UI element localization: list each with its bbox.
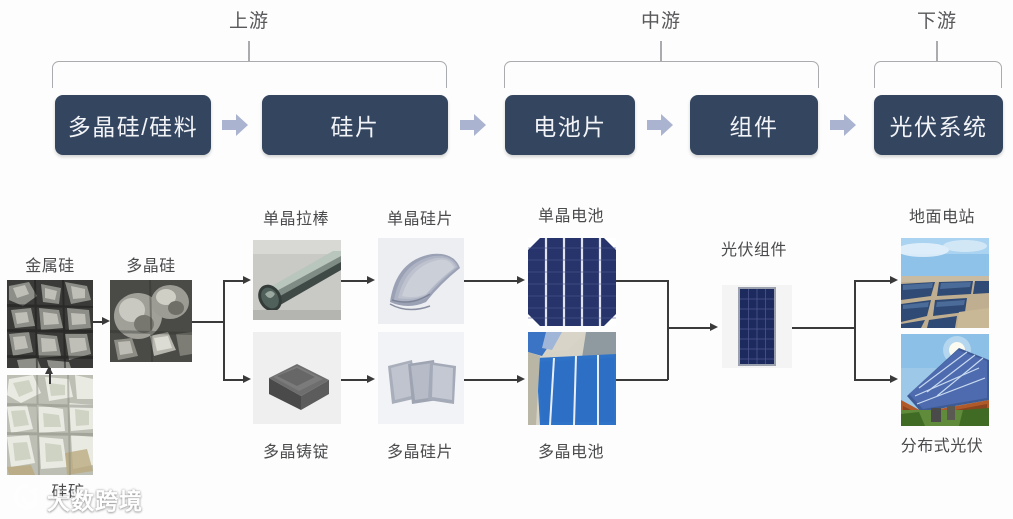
image-mono-rod <box>253 240 341 320</box>
caption-poly-cell: 多晶电池 <box>537 444 605 461</box>
bracket-stem-midstream <box>660 41 662 61</box>
image-distributed-pv <box>901 334 989 426</box>
image-mono-cell <box>528 238 616 326</box>
chevron-right-icon-1 <box>220 112 250 138</box>
arrowhead-to-ground-station <box>890 276 898 284</box>
image-poly-ingot <box>253 332 341 424</box>
bracket-stem-downstream <box>936 41 938 61</box>
chevron-right-icon-4 <box>828 112 858 138</box>
caption-mono-wafer: 单晶硅片 <box>386 211 454 228</box>
arrowhead-rod-to-mono-wafer <box>367 276 375 284</box>
arrowhead-poly-wafer-to-cell <box>517 375 525 383</box>
arrowhead-metal-to-poly <box>102 317 110 325</box>
chevron-right-icon-3 <box>645 112 675 138</box>
connector-metal-to-poly <box>93 321 105 323</box>
connector-poly-wafer-to-cell <box>464 379 519 381</box>
chevron-right-icon-2 <box>458 112 488 138</box>
connector-poly-to-rod <box>223 280 245 282</box>
connector-ore-to-metal <box>49 368 51 384</box>
chain-box-label: 硅片 <box>330 114 380 140</box>
connector-poly-trunk <box>192 321 224 323</box>
bracket-stem-upstream <box>248 41 250 61</box>
connector-cells-to-module <box>667 327 712 329</box>
arrowhead-ore-to-metal <box>44 366 53 374</box>
connector-rod-to-mono-wafer <box>341 280 369 282</box>
chain-box-pv-system[interactable]: 光伏系统 <box>874 95 1003 155</box>
image-poly-cell <box>528 332 616 425</box>
chain-box-polysilicon[interactable]: 多晶硅/硅料 <box>55 95 211 155</box>
bracket-downstream <box>874 61 1002 88</box>
arrowhead-to-distributed-pv <box>890 375 898 383</box>
connector-poly-split-vertical <box>223 280 225 380</box>
chain-box-wafer[interactable]: 硅片 <box>262 95 448 155</box>
connector-poly-to-ingot <box>223 379 245 381</box>
caption-pv-module: 光伏组件 <box>720 242 788 259</box>
image-poly-wafer <box>378 332 464 424</box>
connector-module-trunk <box>792 327 855 329</box>
tier-label-midstream: 中游 <box>640 11 682 32</box>
image-silicon-ore <box>7 375 93 475</box>
connector-to-ground-station <box>854 280 892 282</box>
caption-poly-ingot: 多晶铸锭 <box>262 444 330 461</box>
chain-box-label: 光伏系统 <box>889 114 988 140</box>
chain-box-label: 多晶硅/硅料 <box>67 114 199 140</box>
tier-label-upstream: 上游 <box>228 11 270 32</box>
chain-box-label: 组件 <box>729 114 779 140</box>
caption-mono-cell: 单晶电池 <box>537 208 605 225</box>
connector-station-split-vertical <box>854 280 856 380</box>
chain-box-module[interactable]: 组件 <box>690 95 818 155</box>
connector-mono-wafer-to-cell <box>464 280 519 282</box>
connector-poly-cell-out <box>616 379 668 381</box>
watermark-text: 大数跨境 <box>47 488 143 514</box>
connector-mono-cell-out <box>616 280 668 282</box>
tier-label-downstream: 下游 <box>916 11 958 32</box>
caption-mono-rod: 单晶拉棒 <box>262 211 330 228</box>
arrowhead-cells-to-module <box>710 323 718 331</box>
connector-to-distributed-pv <box>854 379 892 381</box>
caption-polysilicon: 多晶硅 <box>126 258 176 275</box>
arrowhead-poly-to-rod <box>243 276 251 284</box>
arrowhead-ingot-to-poly-wafer <box>367 375 375 383</box>
arrowhead-mono-wafer-to-cell <box>517 276 525 284</box>
chain-box-cell[interactable]: 电池片 <box>505 95 635 155</box>
caption-distributed-pv: 分布式光伏 <box>900 438 984 455</box>
image-mono-wafer <box>378 238 464 324</box>
image-ground-station <box>901 238 989 328</box>
caption-silicon-ore: 硅矿 <box>51 484 85 501</box>
image-metal-silicon <box>7 280 93 368</box>
caption-ground-station: 地面电站 <box>908 209 976 226</box>
chain-box-label: 电池片 <box>533 114 607 140</box>
image-polysilicon <box>110 280 192 362</box>
caption-poly-wafer: 多晶硅片 <box>386 444 454 461</box>
image-pv-module <box>722 285 792 368</box>
caption-metal-silicon: 金属硅 <box>25 258 75 275</box>
circle-logo-icon <box>12 483 42 516</box>
bracket-upstream <box>52 61 447 88</box>
bracket-midstream <box>504 61 819 88</box>
connector-cells-merge-vertical <box>667 280 669 380</box>
arrowhead-poly-to-ingot <box>243 375 251 383</box>
connector-ingot-to-poly-wafer <box>341 379 369 381</box>
watermark: 大数跨境 <box>12 482 143 516</box>
